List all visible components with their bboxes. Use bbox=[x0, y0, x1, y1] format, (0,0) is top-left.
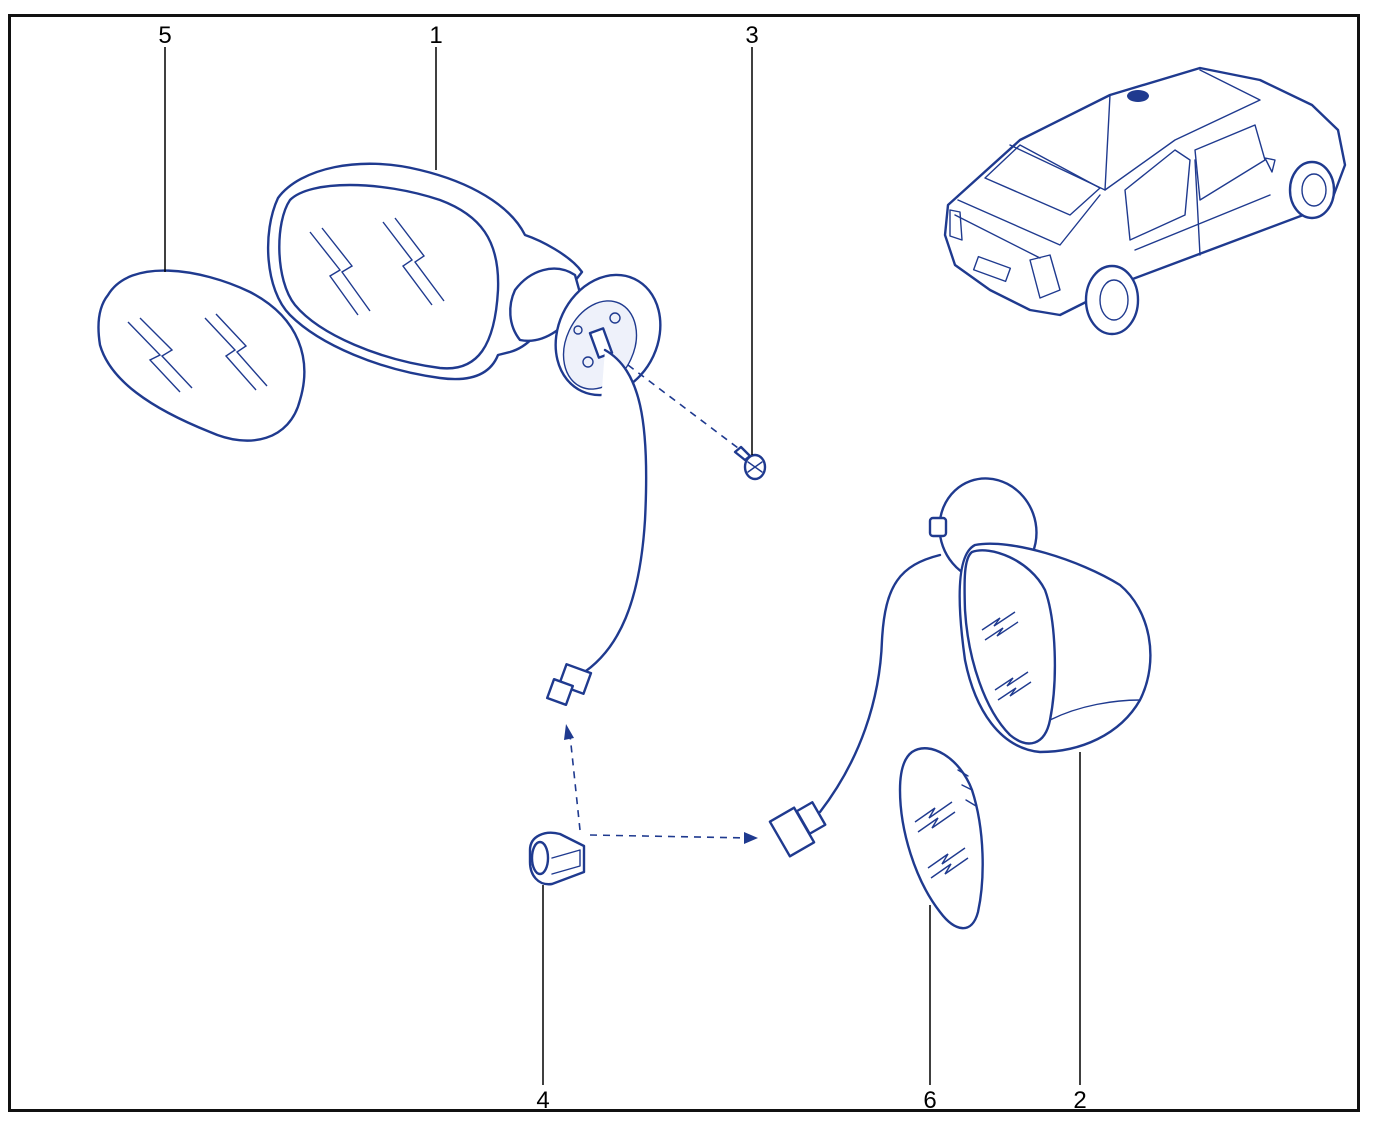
callout-2: 2 bbox=[1073, 1087, 1086, 1114]
mirror-glass-right-part bbox=[898, 747, 984, 930]
arrow-up-icon bbox=[564, 724, 574, 740]
connector-right bbox=[768, 801, 827, 858]
callout-5: 5 bbox=[158, 22, 171, 49]
clip-dash-line-right bbox=[589, 834, 749, 839]
highlighted-mirror-icon bbox=[1127, 90, 1149, 102]
car-location-thumbnail bbox=[943, 66, 1347, 336]
connector-left bbox=[545, 663, 593, 707]
screw-dash-line bbox=[627, 364, 739, 449]
clip-dash-line-up bbox=[569, 734, 581, 831]
wiring-harness-right bbox=[818, 553, 942, 814]
callout-3: 3 bbox=[745, 22, 758, 49]
mirror-assembly-right-part bbox=[928, 477, 1152, 754]
mirror-glass-left-part bbox=[97, 269, 306, 442]
clip-part bbox=[528, 831, 586, 886]
callout-1: 1 bbox=[429, 22, 442, 49]
arrow-right-icon bbox=[744, 832, 758, 844]
wiring-harness-left bbox=[578, 348, 648, 677]
mirror-assembly-left-part bbox=[266, 162, 662, 397]
callout-4: 4 bbox=[536, 1087, 549, 1114]
callout-6: 6 bbox=[923, 1087, 936, 1114]
screw-part bbox=[733, 445, 767, 481]
